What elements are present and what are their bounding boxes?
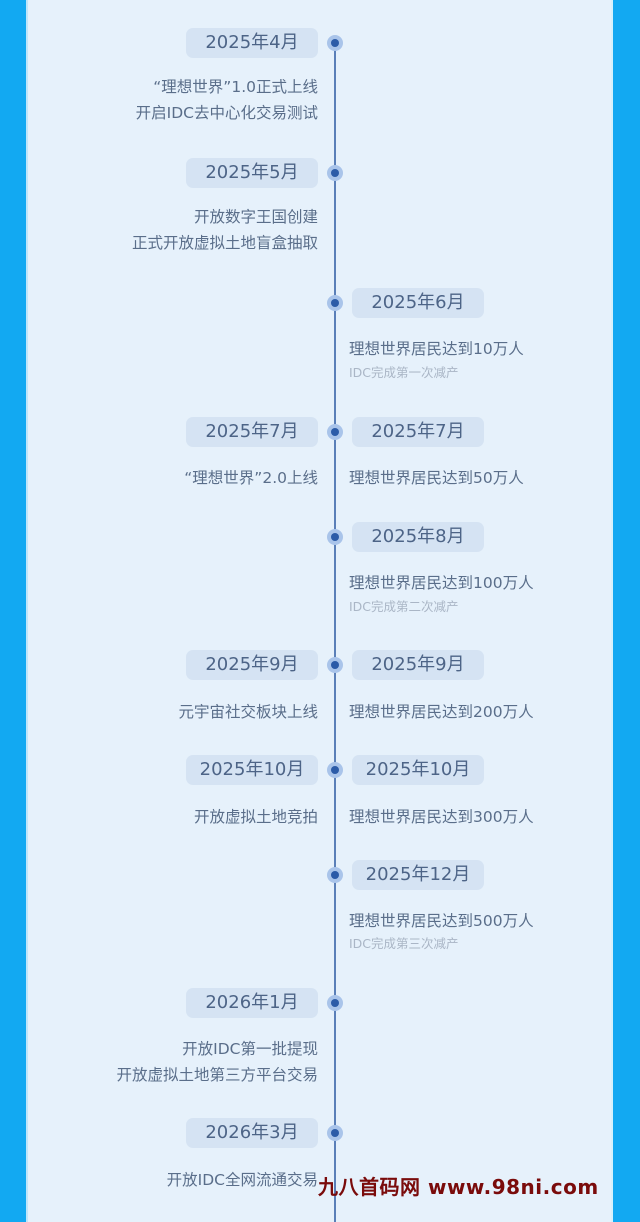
timeline-dot [327,657,343,673]
date-pill-2025-08: 2025年8月 [352,522,484,552]
milestone-subtext: IDC完成第一次减产 [349,365,459,380]
date-pill-2025-07-left: 2025年7月 [186,417,318,447]
milestone-text: 理想世界居民达到100万人 [349,574,534,592]
timeline-dot [327,35,343,51]
date-pill-2025-04: 2025年4月 [186,28,318,58]
milestone-text: 元宇宙社交板块上线 [178,703,318,721]
timeline-dot [327,995,343,1011]
watermark: 九八首码网 www.98ni.com [318,1175,599,1199]
milestone-text: 开放虚拟土地竞拍 [193,808,318,826]
milestone-text: 理想世界居民达到500万人 [349,912,534,930]
date-pill-2026-03: 2026年3月 [186,1118,318,1148]
milestone-text: 开放IDC第一批提现 [182,1040,318,1058]
timeline-line [334,44,336,1222]
milestone-text: 理想世界居民达到300万人 [349,808,534,826]
date-pill-2025-12: 2025年12月 [352,860,484,890]
timeline-panel [26,0,613,1222]
date-pill-2025-07-right: 2025年7月 [352,417,484,447]
date-pill-2025-10-right: 2025年10月 [352,755,484,785]
timeline-dot [327,762,343,778]
milestone-text: 理想世界居民达到50万人 [349,469,524,487]
milestone-text: “理想世界”1.0正式上线 [153,78,318,96]
milestone-text: 正式开放虚拟土地盲盒抽取 [131,234,318,252]
timeline-dot [327,1125,343,1141]
date-pill-2025-10-left: 2025年10月 [186,755,318,785]
milestone-subtext: IDC完成第三次减产 [349,936,459,951]
milestone-text: “理想世界”2.0上线 [184,469,318,487]
date-pill-2025-06: 2025年6月 [352,288,484,318]
date-pill-2025-09-left: 2025年9月 [186,650,318,680]
milestone-text: 开放虚拟土地第三方平台交易 [116,1066,318,1084]
milestone-text: 开放数字王国创建 [193,208,318,226]
timeline-dot [327,295,343,311]
date-pill-2025-09-right: 2025年9月 [352,650,484,680]
milestone-subtext: IDC完成第二次减产 [349,599,459,614]
timeline-dot [327,424,343,440]
timeline-dot [327,529,343,545]
timeline-dot [327,867,343,883]
milestone-text: 理想世界居民达到10万人 [349,340,524,358]
milestone-text: 开放IDC全网流通交易 [166,1171,318,1189]
date-pill-2025-05: 2025年5月 [186,158,318,188]
timeline-dot [327,165,343,181]
milestone-text: 理想世界居民达到200万人 [349,703,534,721]
milestone-text: 开启IDC去中心化交易测试 [135,104,318,122]
date-pill-2026-01: 2026年1月 [186,988,318,1018]
